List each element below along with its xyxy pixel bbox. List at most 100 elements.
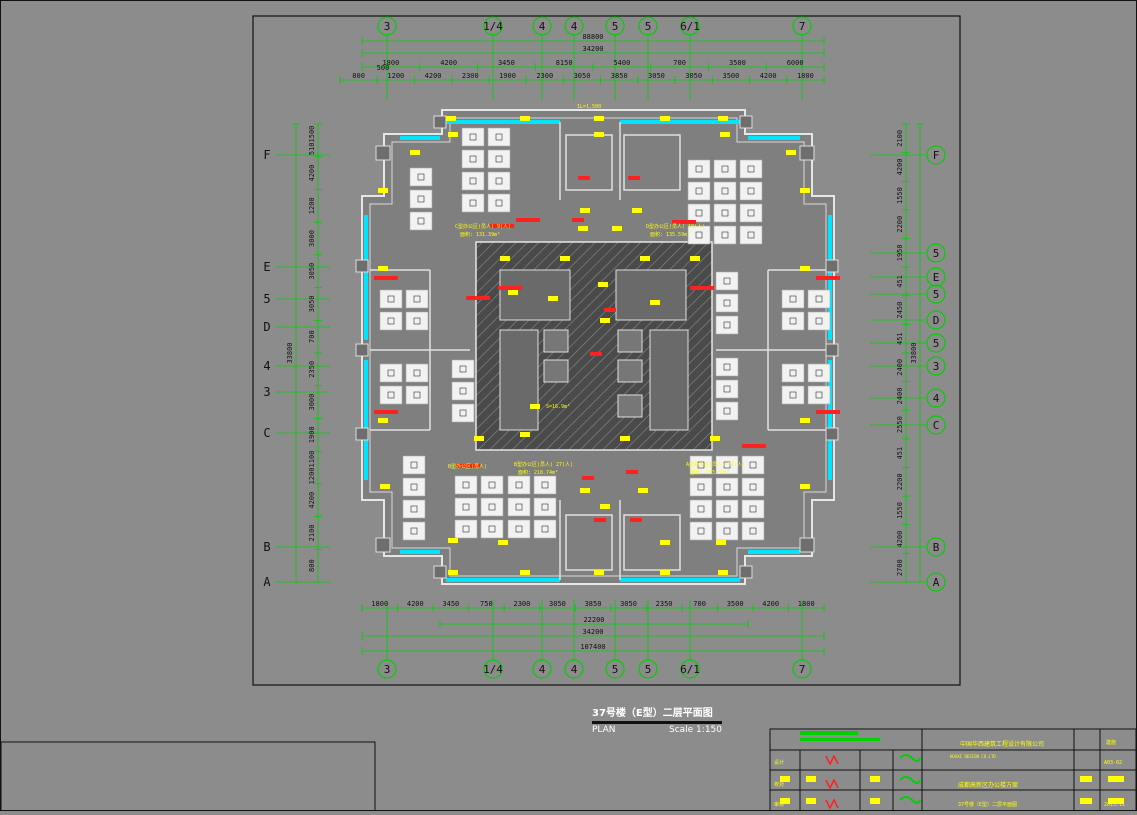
yellow-tag-17	[560, 256, 570, 261]
desk-cluster-meeting-e2-desk	[807, 385, 831, 405]
grid-column-top-5-label: 5	[645, 20, 652, 33]
desk-cluster-nw2-chair	[495, 199, 503, 207]
sheet-name: 37号楼（E型）二层平面图	[958, 801, 1017, 808]
desk-cluster-meeting-w-chair	[387, 295, 395, 303]
desk-cluster-sw2-chair	[488, 481, 496, 489]
desk-cluster-meeting-e-chair	[815, 295, 823, 303]
desk-cluster-ne-desk	[713, 159, 737, 179]
red-tag-10	[590, 352, 602, 356]
desk-cluster-se-desk	[741, 521, 765, 541]
grid-row-right-9-bubble	[926, 537, 946, 557]
desk-cluster-s-desk	[507, 519, 531, 539]
grid-row-right-5-bubble	[926, 333, 946, 353]
grid-row-right-6-label: 3	[933, 360, 940, 373]
desk-cluster-sw2-chair	[462, 525, 470, 533]
yellow-tag-37	[660, 540, 670, 545]
desk-cluster-ne-desk	[739, 203, 763, 223]
desk-cluster-s-desk	[533, 519, 557, 539]
desk-cluster-sw2-desk	[454, 497, 478, 517]
desk-cluster-meeting-e-desk	[807, 289, 831, 309]
dim-top-row1-label-1: 4200	[440, 59, 457, 67]
dim-left-total-label-0: 33800	[286, 342, 294, 363]
desk-cluster-s-desk	[533, 475, 557, 495]
desk-cluster-nw2-chair	[495, 155, 503, 163]
yellow-tag-47	[530, 404, 540, 409]
desk-cluster-se-chair	[749, 527, 757, 535]
desk-cluster-ne-desk	[739, 225, 763, 245]
yellow-tag-30	[620, 436, 630, 441]
desk-cluster-nw2-desk	[461, 171, 485, 191]
grid-column-bottom-3-label: 4	[571, 663, 578, 676]
dimension-chain-right: 2100420015502200195045124504512400240025…	[896, 123, 924, 583]
dim-bottom-row1-label-3: 750	[480, 600, 493, 608]
dim-left-segments-label-3: 3000	[308, 230, 316, 247]
dim-bottom-row1-label-12: 1800	[798, 600, 815, 608]
drawing-frame	[252, 15, 961, 686]
grid-column-bottom-7-label: 7	[799, 663, 806, 676]
desk-cluster-sw2-chair	[462, 503, 470, 511]
yellow-tag-18	[640, 256, 650, 261]
desk-cluster-meeting-w2-chair	[387, 369, 395, 377]
desk-cluster-se-chair	[723, 461, 731, 469]
desk-cluster-se-chair	[723, 527, 731, 535]
desk-cluster-nw1-desk	[409, 211, 433, 231]
desk-cluster-se-desk	[715, 521, 739, 541]
yellow-tag-19	[690, 256, 700, 261]
grid-column-top-6-label: 6/1	[680, 20, 700, 33]
dim-bottom-row1-label-5: 3050	[549, 600, 566, 608]
dim-top-row2-label-6: 3050	[574, 72, 591, 80]
yellow-tag-44	[380, 484, 390, 489]
grid-column-bottom-2-label: 4	[539, 663, 546, 676]
grid-row-left-2: 5	[263, 292, 270, 306]
red-tag-11	[604, 308, 616, 312]
office-label-nw: C型办公区(员人) 9(人)	[455, 223, 511, 230]
yellow-tag-27	[378, 418, 388, 423]
desk-cluster-sw2-chair	[488, 525, 496, 533]
desk-cluster-w-desk	[451, 359, 475, 379]
yellow-tag-31	[710, 436, 720, 441]
drawing-category: 建施	[1106, 739, 1116, 746]
dim-left-segments-label-13: 800	[308, 559, 316, 572]
dim-right-segments-label-13: 1550	[896, 502, 904, 519]
desk-cluster-ne-desk	[713, 225, 737, 245]
yellow-tag-22	[600, 318, 610, 323]
title-block: 中国华西建筑工程设计有限公司 HUAXI DESIGN CO.LTD 成都高新区…	[769, 728, 1137, 812]
grid-row-right-1-bubble	[926, 243, 946, 263]
desk-cluster-e2-chair	[723, 385, 731, 393]
desk-cluster-s-chair	[515, 481, 523, 489]
desk-cluster-sw1-chair	[410, 461, 418, 469]
dim-right-segments-label-2: 1550	[896, 187, 904, 204]
yellow-tag-35	[448, 538, 458, 543]
red-tag-16	[816, 276, 840, 280]
desk-cluster-se-desk	[715, 499, 739, 519]
desk-cluster-sw2-desk	[454, 519, 478, 539]
desk-cluster-sw1-desk	[402, 477, 426, 497]
grid-row-right-5-label: 5	[933, 337, 940, 350]
grid-column-top-1-label: 1/4	[483, 20, 503, 33]
office-label-ne: D型办公区(员人) 18(人)	[646, 223, 705, 230]
grid-row-right-8-bubble	[926, 415, 946, 435]
desk-cluster-se-desk	[689, 521, 713, 541]
red-tag-9	[626, 470, 638, 474]
dim-left-segments-label-4: 3050	[308, 263, 316, 280]
grid-row-right-1-label: 5	[933, 247, 940, 260]
desk-cluster-nw2-desk	[487, 149, 511, 169]
desk-cluster-e2-chair	[723, 363, 731, 371]
desk-cluster-s-chair	[541, 503, 549, 511]
desk-cluster-nw1-chair	[417, 173, 425, 181]
desk-cluster-w-desk	[451, 381, 475, 401]
grid-row-right-0-label: F	[933, 149, 940, 162]
yellow-tag-24	[650, 300, 660, 305]
desk-cluster-ne-chair	[747, 187, 755, 195]
central-core	[475, 241, 713, 451]
yellow-tag-29	[474, 436, 484, 441]
desk-cluster-sw1-desk	[402, 521, 426, 541]
dim-bottom-row1-label-8: 2350	[656, 600, 673, 608]
dim-left-segments-label-9: 1900	[308, 426, 316, 443]
desk-cluster-se-desk	[741, 455, 765, 475]
desk-cluster-meeting-w2-chair	[413, 391, 421, 399]
desk-cluster-e2-desk	[715, 379, 739, 399]
dim-bottom-total-label-0: 107400	[580, 643, 605, 651]
